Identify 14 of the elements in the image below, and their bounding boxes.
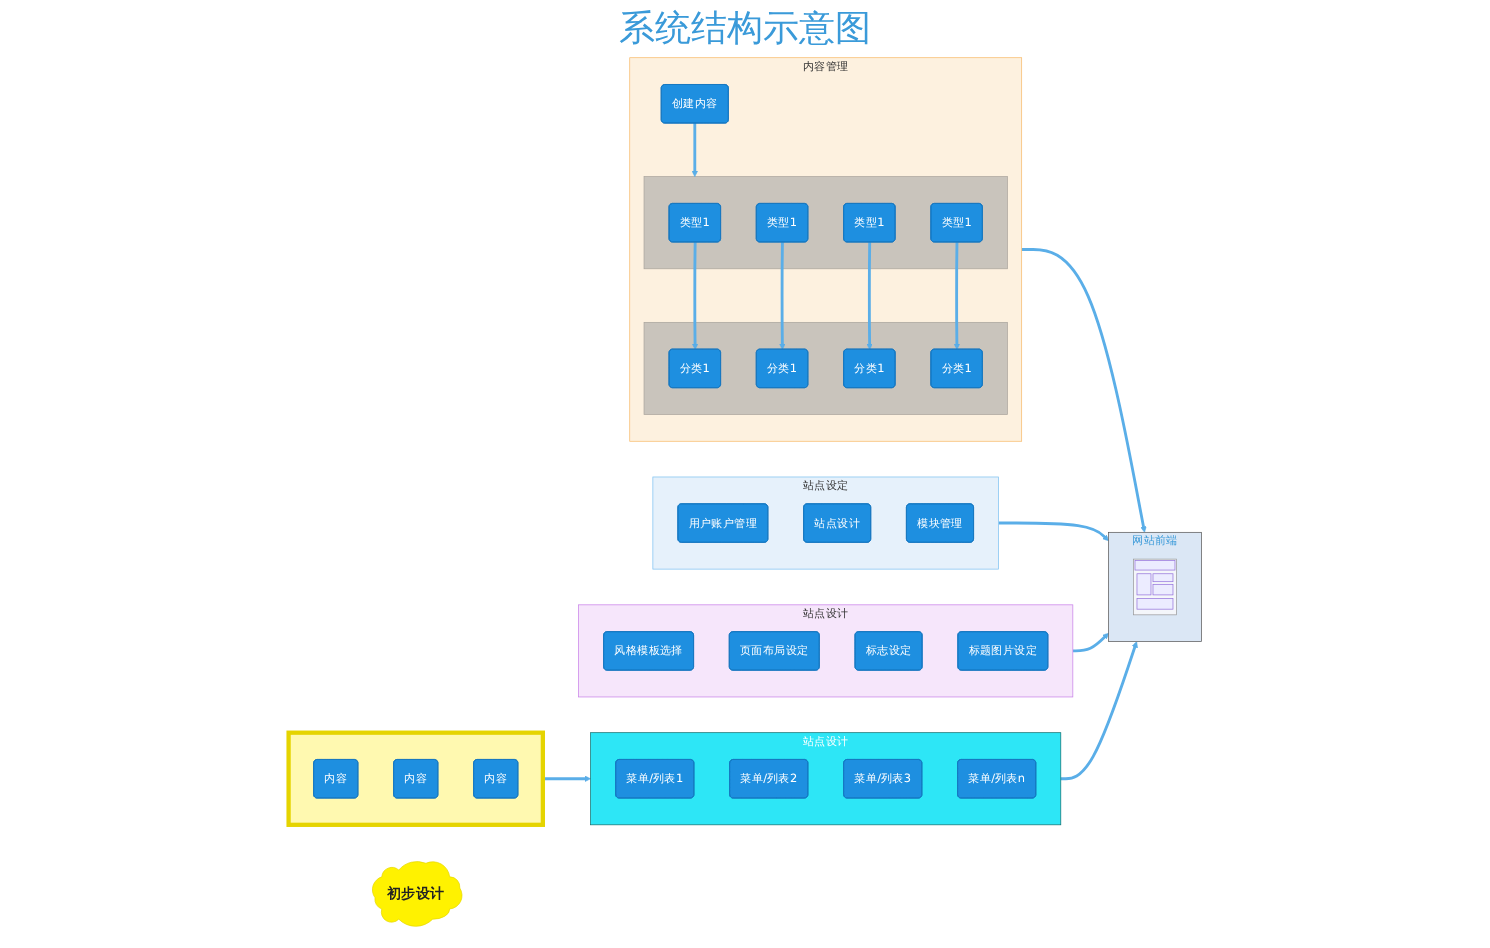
arrow	[1060, 641, 1138, 781]
arrow	[998, 521, 1109, 542]
cluster	[286, 730, 545, 827]
arrow	[953, 242, 961, 350]
arrow	[779, 242, 786, 350]
diagram-title: 系统结构示意图	[617, 6, 873, 52]
cluster	[643, 176, 1008, 270]
arrow	[691, 123, 698, 177]
arrow	[866, 242, 873, 350]
cluster	[643, 322, 1008, 415]
arrow	[691, 242, 699, 350]
arrow	[1072, 632, 1109, 653]
arrow	[1021, 248, 1147, 533]
arrow	[542, 775, 591, 782]
